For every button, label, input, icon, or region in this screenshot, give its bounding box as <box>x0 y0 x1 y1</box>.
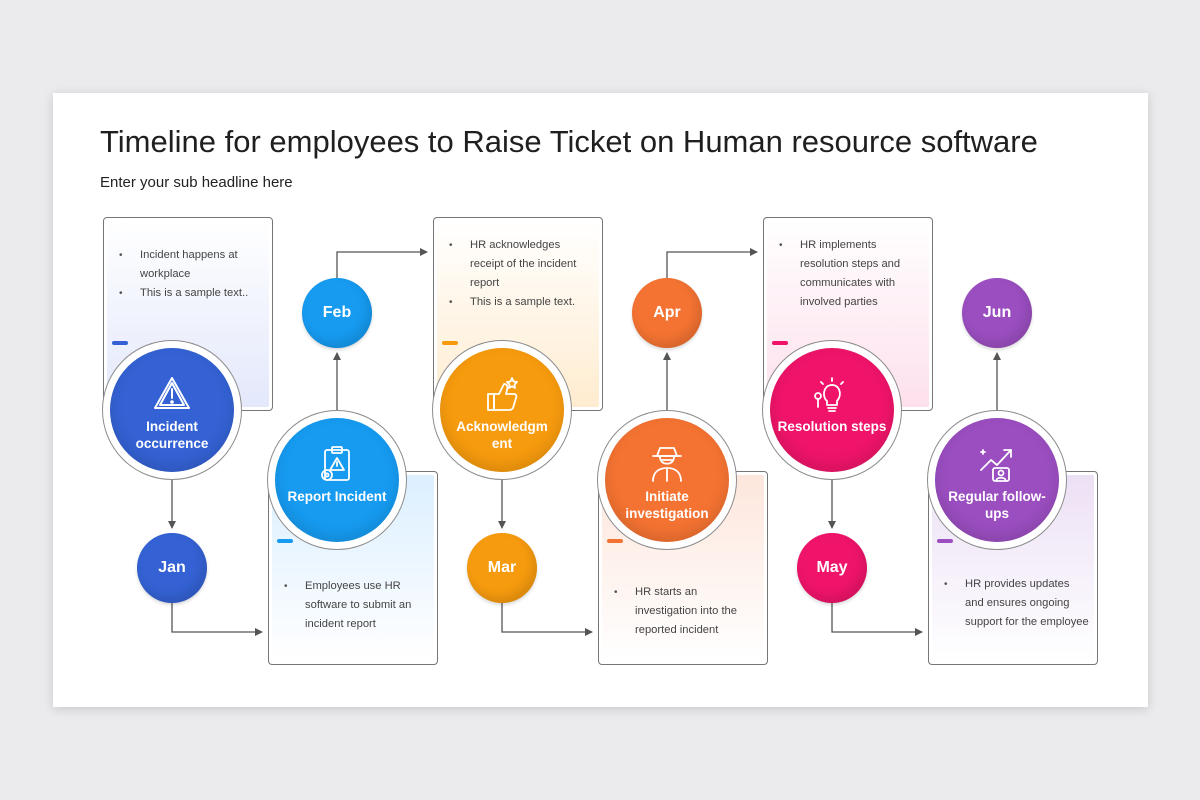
step5-bullet-1: HR implements resolution steps and commu… <box>779 236 924 312</box>
step4-bullet-1: HR starts an investigation into the repo… <box>614 583 759 640</box>
connector-feb-step3-box <box>336 248 428 278</box>
connector-jan-step2-box <box>171 603 263 636</box>
connector-may-step6-box <box>831 603 923 636</box>
step5-label: Resolution steps <box>777 419 887 434</box>
step1-circle: Incident occurrence <box>110 348 234 472</box>
step6-accent-pill <box>937 539 953 543</box>
step1-bullet-1: Incident happens at workplace <box>119 246 264 284</box>
month-apr-circle: Apr <box>632 278 702 348</box>
detective-icon <box>652 447 682 482</box>
step3-label: Acknowledgm ent <box>456 419 548 451</box>
step1-label: Incident occurrence <box>135 419 209 451</box>
step1-bullet-2: This is a sample text.. <box>119 284 264 303</box>
lightbulb-icon <box>814 377 844 412</box>
step5-circle: Resolution steps <box>770 348 894 472</box>
page-title: Timeline for employees to Raise Ticket o… <box>100 124 1038 159</box>
month-feb-circle: Feb <box>302 278 372 348</box>
step2-accent-pill <box>277 539 293 543</box>
connector-apr-step5-box <box>666 248 758 278</box>
clipboard-report-icon <box>321 446 350 481</box>
step3-bullet-2: This is a sample text. <box>449 293 594 312</box>
step6-bullet-1: HR provides updates and ensures ongoing … <box>944 575 1089 632</box>
month-jan-circle: Jan <box>137 533 207 603</box>
step5-accent-pill <box>772 341 788 345</box>
step2-label: Report Incident <box>287 489 387 504</box>
step3-accent-pill <box>442 341 458 345</box>
step3-bullet-1: HR acknowledges receipt of the incident … <box>449 236 594 293</box>
month-mar-circle: Mar <box>467 533 537 603</box>
step3-circle: Acknowledgm ent <box>440 348 564 472</box>
step2-circle: Report Incident <box>275 418 399 542</box>
step4-circle: Initiate investigation <box>605 418 729 542</box>
month-may-circle: May <box>797 533 867 603</box>
warning-icon <box>154 377 190 409</box>
step6-circle: Regular follow-ups <box>935 418 1059 542</box>
step1-accent-pill <box>112 341 128 345</box>
connector-mar-step4-box <box>501 603 593 636</box>
page-subtitle: Enter your sub headline here <box>100 174 293 191</box>
growth-chart-icon <box>980 449 1012 482</box>
step4-accent-pill <box>607 539 623 543</box>
step2-bullet-1: Employees use HR software to submit an i… <box>284 577 429 634</box>
step4-label: Initiate investigation <box>625 489 709 521</box>
step6-label: Regular follow-ups <box>948 489 1046 521</box>
thumbs-up-icon <box>487 377 518 411</box>
month-jun-circle: Jun <box>962 278 1032 348</box>
